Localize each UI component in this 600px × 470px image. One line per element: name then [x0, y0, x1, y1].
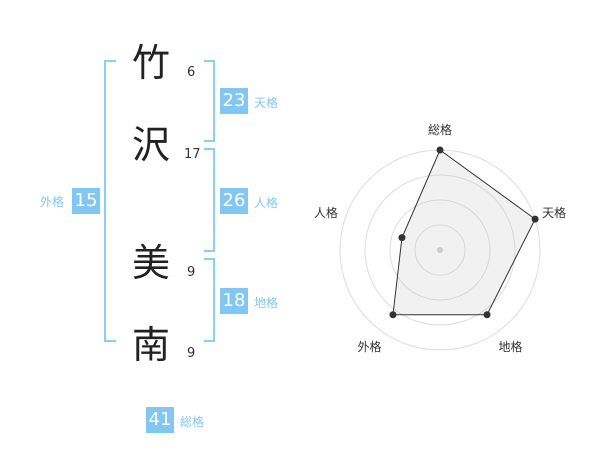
ten-value: 23: [220, 88, 248, 114]
radar-axis-label-5: 人格: [313, 205, 338, 220]
radar-point-1: [436, 146, 444, 154]
jin-label: 人格: [254, 196, 279, 210]
radar-axis-label-3: 地格: [498, 340, 523, 355]
sou-label: 総格: [180, 415, 205, 429]
jin-bracket: [204, 148, 215, 252]
radar-center: [437, 247, 443, 253]
sou-value: 41: [146, 407, 174, 433]
radar-point-3: [483, 311, 491, 319]
gai-bracket: [104, 60, 116, 342]
gai-value: 15: [72, 188, 100, 214]
name-char-4: 南: [131, 323, 170, 367]
radar-ring-1: [414, 224, 466, 276]
radar-point-4: [389, 311, 397, 319]
stroke-count-4: 9: [187, 346, 196, 361]
stroke-count-3: 9: [187, 265, 196, 280]
radar-series-polygon: [392, 149, 536, 316]
name-char-1: 竹: [131, 41, 170, 85]
gai-label: 外格: [40, 195, 65, 209]
name-char-3: 美: [131, 241, 170, 285]
name-char-2: 沢: [131, 123, 170, 167]
radar-svg: [339, 146, 541, 351]
chi-value: 18: [220, 288, 248, 314]
chi-label: 地格: [254, 296, 279, 310]
ten-label: 天格: [254, 96, 279, 110]
chi-bracket: [204, 258, 215, 342]
jin-value: 26: [220, 188, 248, 214]
radar-ring-3: [364, 174, 516, 326]
radar-axis-label-2: 天格: [542, 205, 567, 220]
ten-bracket: [204, 60, 215, 142]
radar-axis-label-4: 外格: [357, 340, 382, 355]
radar-point-2: [531, 215, 539, 223]
radar-point-5: [398, 234, 406, 242]
stroke-count-2: 17: [184, 147, 201, 162]
radar-ring-2: [389, 199, 491, 301]
stroke-count-1: 6: [187, 65, 196, 80]
radar-axis-label-1: 総格: [428, 123, 453, 137]
